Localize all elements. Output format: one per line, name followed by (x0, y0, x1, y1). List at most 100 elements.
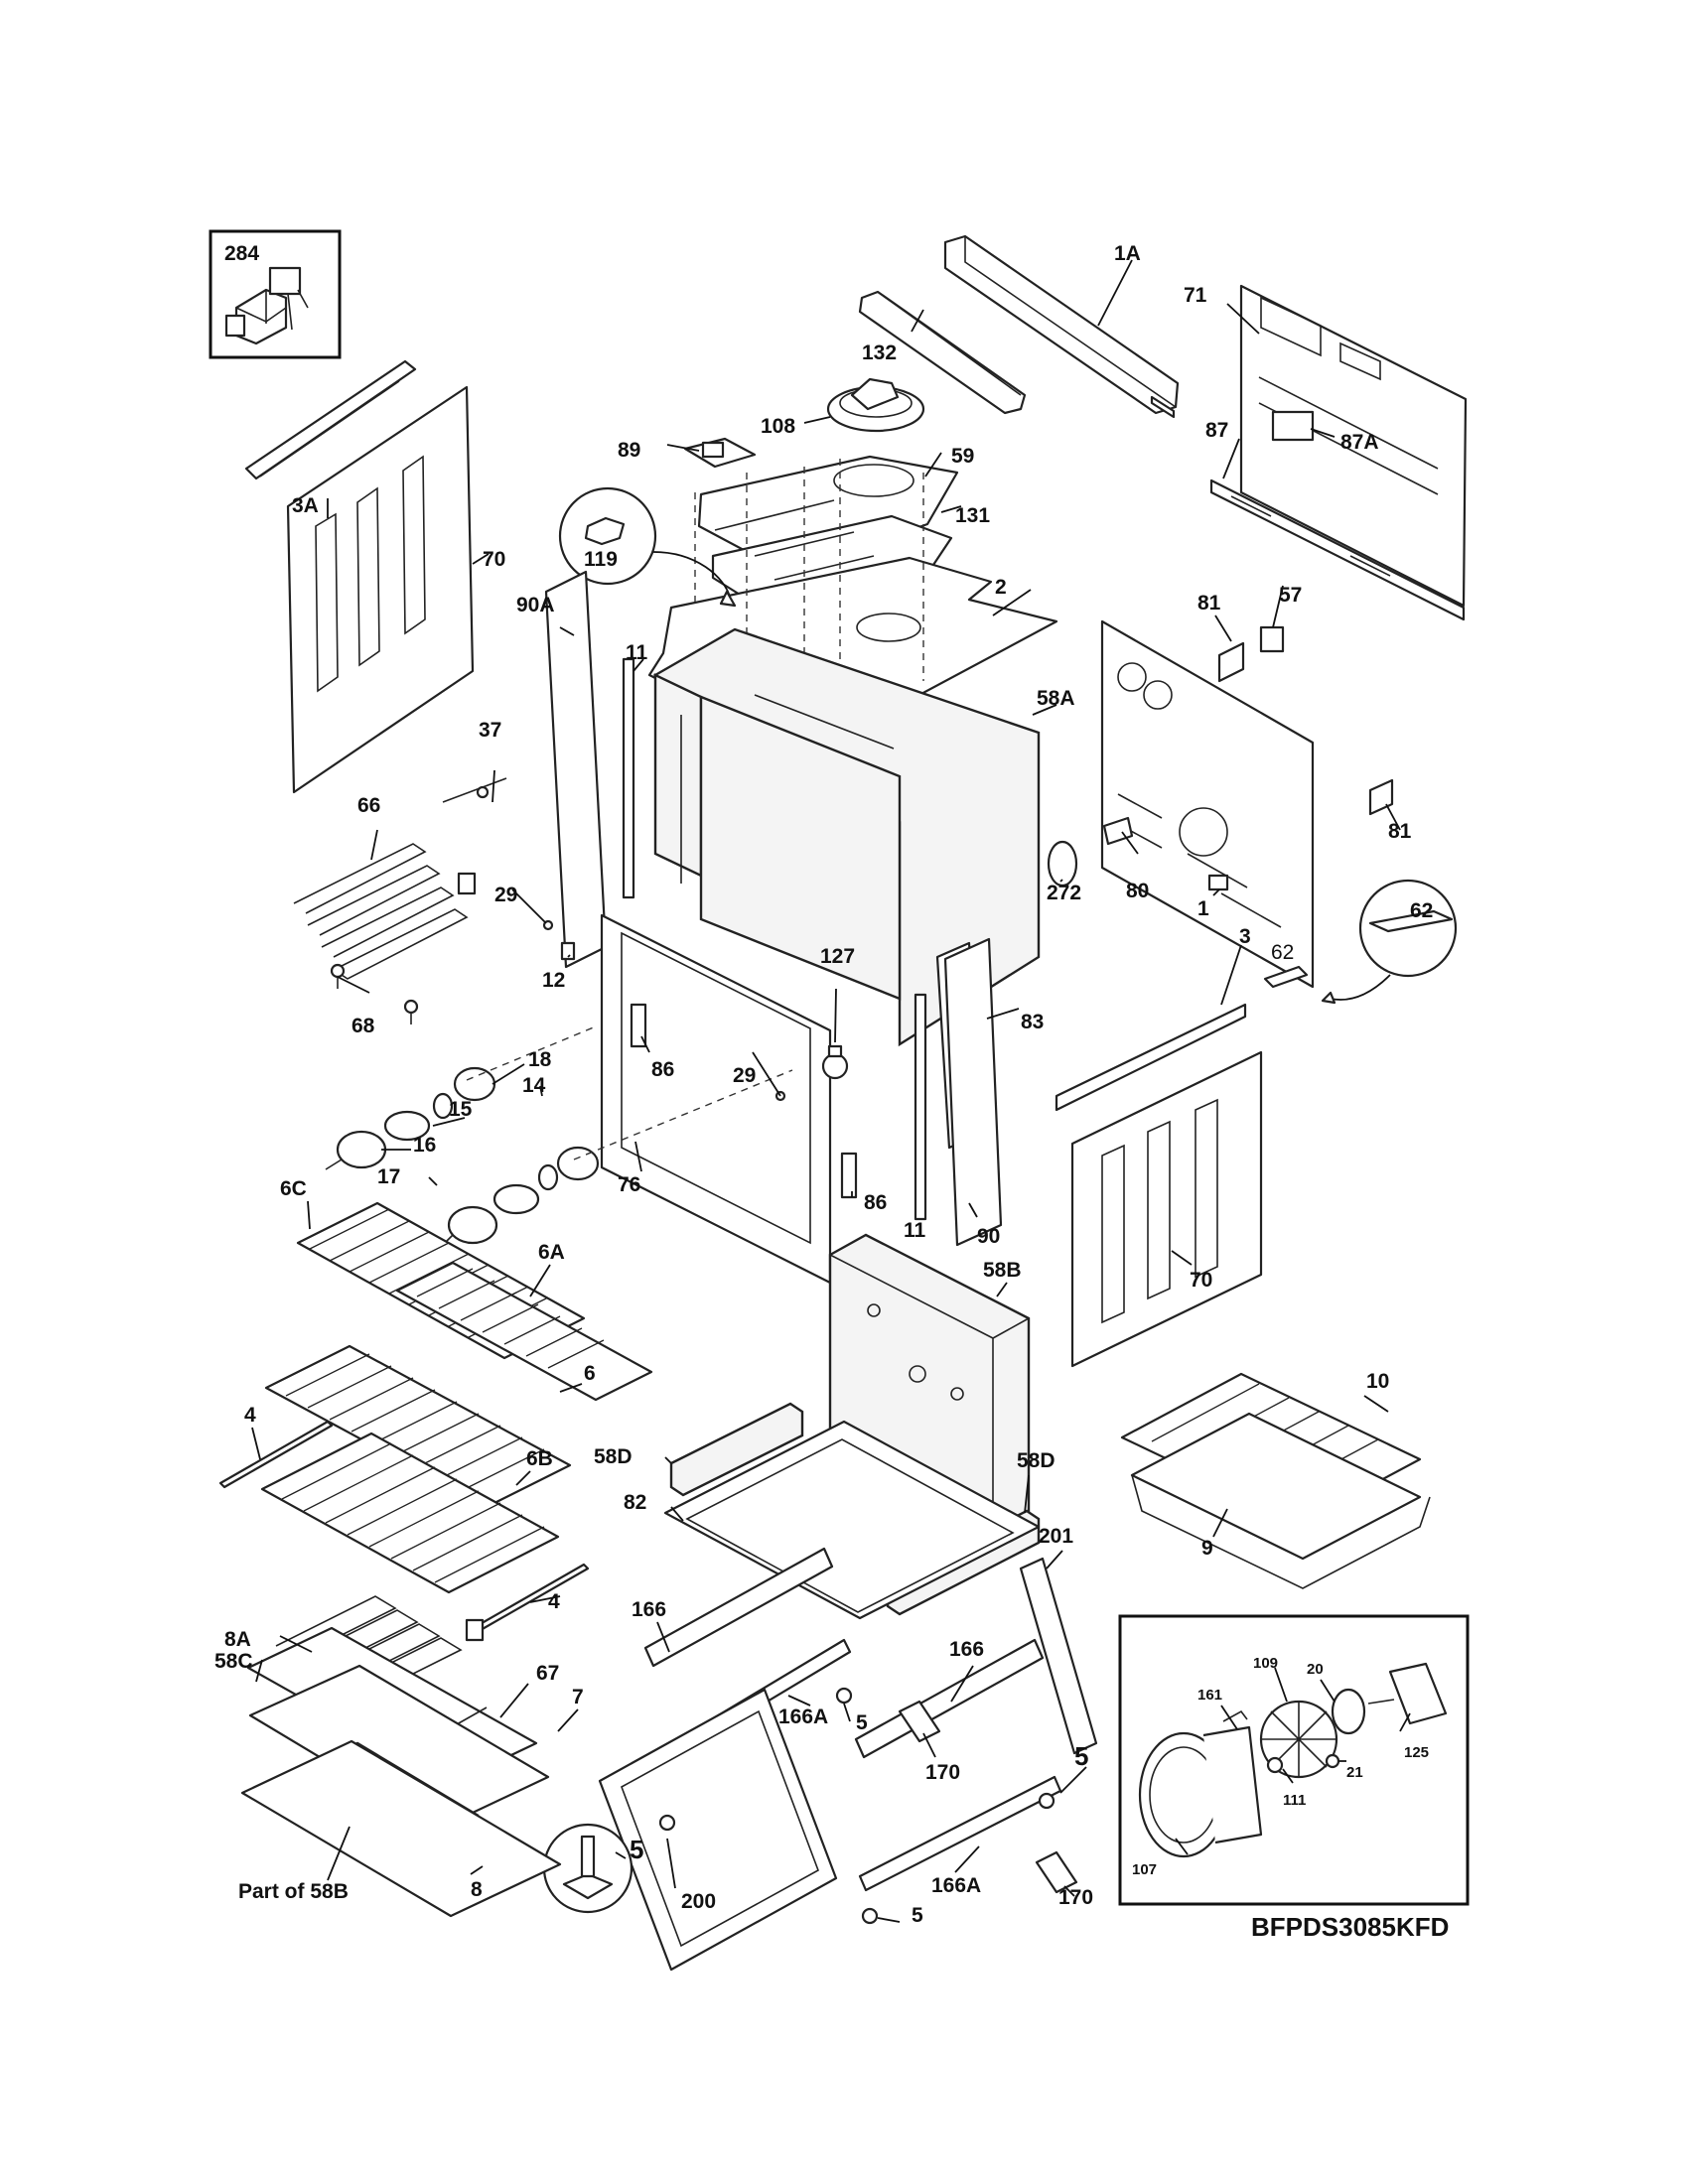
label-11-left: 11 (626, 641, 648, 664)
part-11-seal-left (622, 657, 635, 899)
label-37: 37 (479, 719, 501, 742)
label-20: 20 (1307, 1661, 1324, 1678)
part-170-bracket-a (898, 1700, 941, 1743)
label-87: 87 (1205, 419, 1228, 442)
label-89: 89 (618, 439, 640, 462)
part-11-seal-right (914, 993, 927, 1221)
label-16: 16 (413, 1134, 436, 1157)
label-111: 111 (1283, 1792, 1306, 1809)
label-5-upper: 5 (856, 1711, 868, 1734)
label-201: 201 (1039, 1525, 1073, 1548)
part-18-lamp-receptacle (453, 1066, 600, 1181)
leader-lines (251, 259, 1411, 1923)
label-166-right: 166 (949, 1638, 984, 1661)
part-166-slide-b (854, 1638, 1045, 1759)
label-170-upper: 170 (925, 1761, 960, 1784)
part-111-nut (1266, 1756, 1284, 1774)
label-90: 90 (977, 1225, 1000, 1248)
label-90A: 90A (516, 594, 555, 616)
label-5-circle: 5 (630, 1835, 643, 1864)
label-58D-left: 58D (594, 1445, 633, 1468)
part-4-rack-guide-b (475, 1563, 590, 1632)
part-108-fan-motor (826, 377, 925, 433)
part-70-side-panel-right (1070, 1050, 1263, 1368)
part-132-bracket (858, 290, 1027, 415)
label-7: 7 (572, 1686, 584, 1708)
label-10: 10 (1366, 1370, 1389, 1393)
part-170-bracket-b (1035, 1850, 1078, 1894)
part-12-terminal (560, 941, 576, 961)
part-6A-rack (395, 1261, 653, 1402)
part-81-bracket-a (1217, 641, 1245, 683)
label-8: 8 (471, 1878, 483, 1901)
label-14: 14 (522, 1074, 546, 1097)
label-62-block: 62 (1271, 941, 1294, 964)
part-6B-rack (260, 1432, 560, 1594)
part-166A-slide-b (858, 1775, 1062, 1892)
convection-fan-inset-box (1118, 1614, 1470, 1906)
part-20-plate (1331, 1688, 1366, 1735)
part-8A-bake-element (275, 1595, 485, 1701)
part-4-rack-guide-a (218, 1420, 334, 1489)
part-166-slide-a (643, 1547, 834, 1668)
label-29-upper: 29 (494, 884, 517, 906)
part-5-leveler-d (861, 1907, 879, 1925)
part-109-fan-blade (1259, 1700, 1338, 1779)
label-21: 21 (1346, 1764, 1363, 1781)
label-81-top: 81 (1197, 592, 1221, 614)
label-66: 66 (357, 794, 380, 817)
label-161: 161 (1197, 1687, 1222, 1704)
label-4-left: 4 (244, 1404, 256, 1427)
label-5-middle: 5 (1074, 1741, 1088, 1771)
part-3-rail (1055, 1003, 1247, 1112)
label-71: 71 (1184, 284, 1207, 307)
label-166-left: 166 (632, 1598, 666, 1621)
label-part-of-58B: Part of 58B (238, 1880, 349, 1903)
part-62-terminal-block (1263, 965, 1309, 989)
label-6B: 6B (526, 1447, 553, 1470)
part-201-rail (1019, 1557, 1098, 1755)
label-166A-right: 166A (931, 1874, 981, 1897)
label-81-right: 81 (1388, 820, 1412, 843)
label-58C: 58C (214, 1650, 253, 1673)
part-62-inset-circle (1321, 879, 1458, 1005)
part-5-leveler-b (1038, 1792, 1055, 1810)
label-1: 1 (1197, 897, 1209, 920)
label-70-left: 70 (483, 548, 505, 571)
part-15-bulb (383, 1110, 540, 1215)
part-70-side-panel-left (286, 385, 475, 794)
label-87A: 87A (1340, 431, 1379, 454)
part-58A-insulation-box (652, 627, 1041, 1047)
label-83: 83 (1021, 1011, 1044, 1033)
part-8-bottom-tray (240, 1739, 562, 1918)
part-58D-foam-block-a (669, 1402, 804, 1497)
label-200: 200 (681, 1890, 716, 1913)
part-272-capacitor (1047, 840, 1078, 887)
label-62-circle: 62 (1410, 899, 1433, 922)
label-82: 82 (624, 1491, 646, 1514)
part-5-leveler-circle (542, 1823, 633, 1914)
label-3A: 3A (292, 494, 319, 517)
label-86-upper: 86 (651, 1058, 674, 1081)
label-107: 107 (1132, 1861, 1157, 1878)
label-11-right: 11 (904, 1219, 926, 1242)
label-12: 12 (542, 969, 565, 992)
label-108: 108 (761, 415, 795, 438)
model-code: BFPDS3085KFD (1251, 1912, 1449, 1942)
label-166A-left: 166A (778, 1706, 828, 1728)
part-1A-top-rail (943, 234, 1180, 419)
part-66-broil-element (293, 843, 477, 980)
label-1A: 1A (1114, 242, 1141, 265)
label-67: 67 (536, 1662, 559, 1685)
label-17: 17 (377, 1165, 400, 1188)
label-58B: 58B (983, 1259, 1022, 1282)
part-1-back-panel (1100, 619, 1315, 989)
part-89-switch (683, 437, 757, 469)
label-119: 119 (584, 548, 618, 571)
label-59: 59 (951, 445, 974, 468)
part-127-lamp (821, 1044, 849, 1080)
label-125: 125 (1404, 1744, 1429, 1761)
part-14-bulb-socket (432, 1092, 559, 1191)
part-labels: 284 1A 132 71 108 89 59 87 87A 131 3A 11… (214, 242, 1449, 1942)
part-57-clip (1259, 625, 1285, 653)
